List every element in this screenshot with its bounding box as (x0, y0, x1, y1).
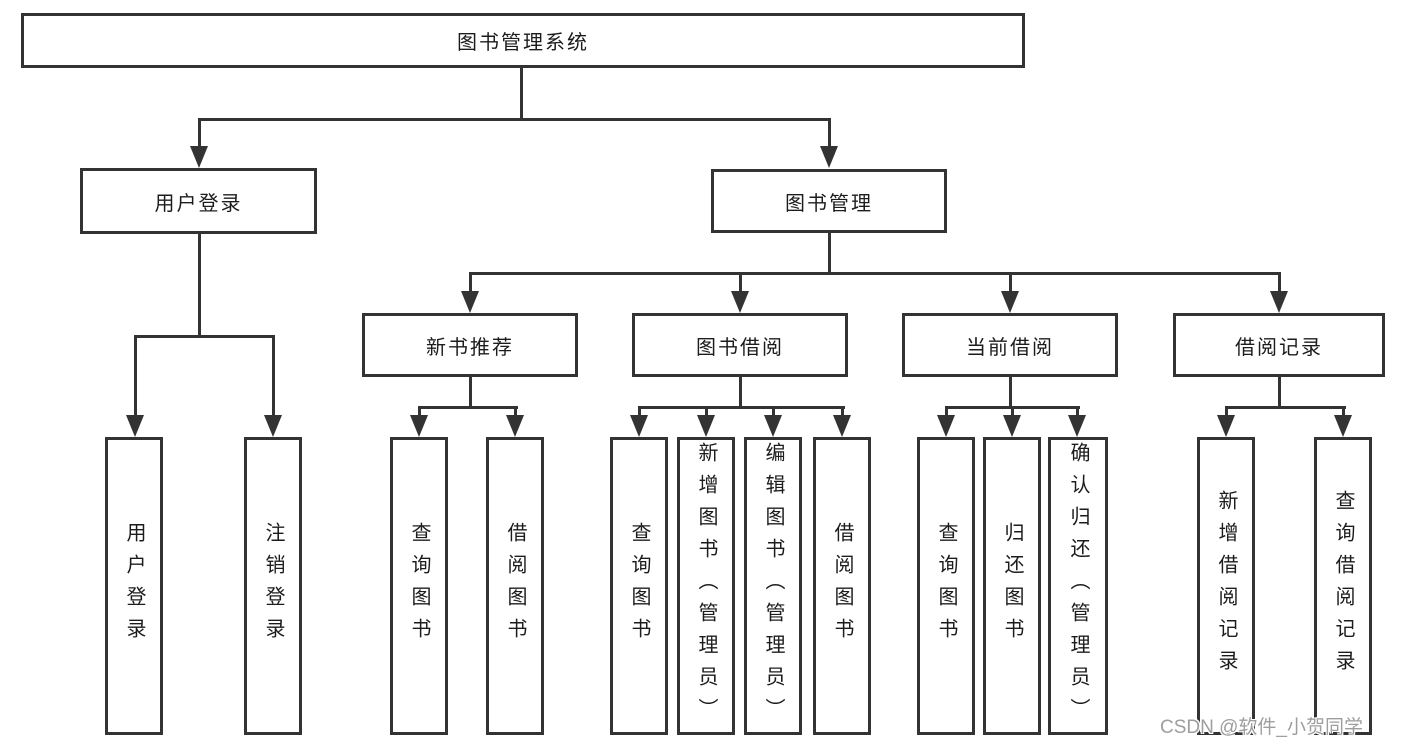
arrow-down-icon (1270, 291, 1288, 313)
connector-line (945, 406, 948, 419)
leaf-confirm-return-admin-label: 确认归还（管理员） (1067, 442, 1089, 730)
leaf-borrow-books-borrowing-label: 借阅图书 (831, 522, 853, 650)
node-root-system: 图书管理系统 (21, 13, 1025, 68)
watermark: CSDN @软件_小贺同学 (1160, 717, 1363, 738)
node-new-book-recommend-label: 新书推荐 (426, 336, 514, 359)
arrow-down-icon (937, 415, 955, 437)
arrow-down-icon (1001, 291, 1019, 313)
node-current-borrowing-label: 当前借阅 (966, 336, 1054, 359)
leaf-query-books-recommend: 查询图书 (390, 437, 448, 735)
node-new-book-recommend: 新书推荐 (362, 313, 578, 377)
connector-line (198, 118, 831, 121)
arrow-down-icon (506, 415, 524, 437)
connector-line (1278, 272, 1281, 295)
connector-line (418, 406, 518, 409)
leaf-add-book-admin-label: 新增图书（管理员） (695, 442, 717, 730)
node-root-label: 图书管理系统 (457, 32, 589, 54)
connector-line (638, 406, 845, 409)
connector-line (705, 406, 708, 419)
connector-line (469, 272, 472, 295)
node-book-management-label: 图书管理 (785, 192, 873, 215)
connector-line (198, 118, 201, 150)
leaf-edit-book-admin-label: 编辑图书（管理员） (762, 442, 784, 730)
node-book-management: 图书管理 (711, 169, 947, 233)
leaf-user-login: 用户登录 (105, 437, 163, 735)
leaf-logout: 注销登录 (244, 437, 302, 735)
leaf-query-books-current-label: 查询图书 (935, 522, 957, 650)
connector-line (1278, 377, 1281, 406)
arrow-down-icon (697, 415, 715, 437)
leaf-add-borrow-record-label: 新增借阅记录 (1215, 490, 1237, 682)
leaf-query-borrow-record: 查询借阅记录 (1314, 437, 1372, 735)
connector-line (134, 335, 275, 338)
connector-line (841, 406, 844, 419)
connector-line (520, 68, 523, 118)
node-borrow-records: 借阅记录 (1173, 313, 1385, 377)
connector-line (739, 377, 742, 406)
arrow-down-icon (1003, 415, 1021, 437)
connector-line (469, 377, 472, 406)
leaf-query-books-current: 查询图书 (917, 437, 975, 735)
leaf-query-books-borrowing: 查询图书 (610, 437, 668, 735)
leaf-borrow-books-recommend-label: 借阅图书 (504, 522, 526, 650)
arrow-down-icon (190, 146, 208, 168)
connector-line (469, 272, 1281, 275)
connector-line (1009, 377, 1012, 406)
connector-line (198, 234, 201, 335)
arrow-down-icon (820, 146, 838, 168)
arrow-down-icon (1334, 415, 1352, 437)
leaf-add-book-admin: 新增图书（管理员） (677, 437, 735, 735)
leaf-query-books-borrowing-label: 查询图书 (628, 522, 650, 650)
leaf-add-borrow-record: 新增借阅记录 (1197, 437, 1255, 735)
arrow-down-icon (1068, 415, 1086, 437)
arrow-down-icon (764, 415, 782, 437)
connector-line (272, 335, 275, 419)
node-user-login: 用户登录 (80, 168, 317, 234)
leaf-user-login-label: 用户登录 (123, 522, 145, 650)
leaf-query-books-recommend-label: 查询图书 (408, 522, 430, 650)
arrow-down-icon (126, 415, 144, 437)
leaf-borrow-books-recommend: 借阅图书 (486, 437, 544, 735)
connector-line (514, 406, 517, 419)
connector-line (134, 335, 137, 419)
node-borrow-records-label: 借阅记录 (1235, 336, 1323, 359)
leaf-logout-label: 注销登录 (262, 522, 284, 650)
leaf-borrow-books-borrowing: 借阅图书 (813, 437, 871, 735)
leaf-edit-book-admin: 编辑图书（管理员） (744, 437, 802, 735)
leaf-return-book: 归还图书 (983, 437, 1041, 735)
leaf-return-book-label: 归还图书 (1001, 522, 1023, 650)
arrow-down-icon (833, 415, 851, 437)
arrow-down-icon (461, 291, 479, 313)
arrow-down-icon (1217, 415, 1235, 437)
connector-line (418, 406, 421, 419)
connector-line (1076, 406, 1079, 419)
arrow-down-icon (731, 291, 749, 313)
connector-line (1009, 272, 1012, 295)
node-book-borrowing-label: 图书借阅 (696, 336, 784, 359)
arrow-down-icon (264, 415, 282, 437)
node-user-login-label: 用户登录 (154, 192, 243, 215)
arrow-down-icon (410, 415, 428, 437)
connector-line (828, 118, 831, 150)
leaf-query-borrow-record-label: 查询借阅记录 (1332, 490, 1354, 682)
connector-line (739, 272, 742, 295)
node-book-borrowing: 图书借阅 (632, 313, 848, 377)
connector-line (772, 406, 775, 419)
connector-line (828, 233, 831, 272)
connector-line (1225, 406, 1228, 419)
connector-line (1225, 406, 1346, 409)
connector-line (638, 406, 641, 419)
arrow-down-icon (630, 415, 648, 437)
connector-line (1342, 406, 1345, 419)
node-current-borrowing: 当前借阅 (902, 313, 1118, 377)
leaf-confirm-return-admin: 确认归还（管理员） (1048, 437, 1108, 735)
connector-line (1011, 406, 1014, 419)
